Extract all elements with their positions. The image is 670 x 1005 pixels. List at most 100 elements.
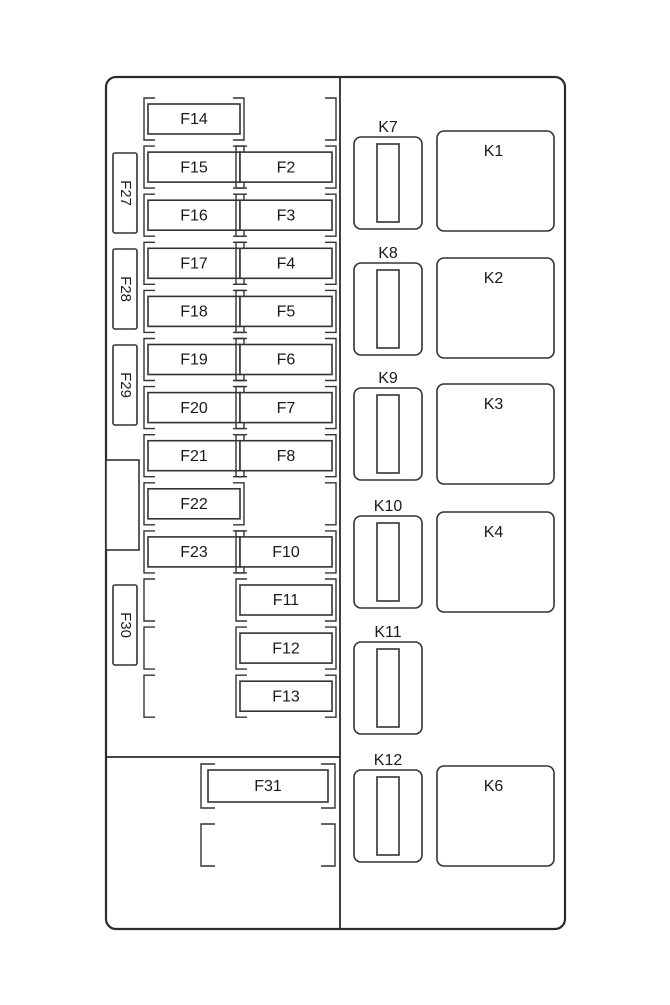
fuse-f21[interactable]: F21 — [143, 434, 245, 478]
fuse-f12[interactable]: F12 — [235, 626, 337, 670]
relay-k11[interactable]: K11 — [353, 624, 423, 735]
fuse-clip-right — [325, 385, 337, 430]
empty-slot-clip — [325, 97, 337, 141]
fuse-clip-left — [143, 289, 155, 334]
relay-k4[interactable]: K4 — [436, 511, 555, 613]
fuse-clip-left — [235, 193, 247, 237]
relay-k3[interactable]: K3 — [436, 383, 555, 485]
fuse-f8[interactable]: F8 — [235, 434, 337, 478]
fuse-clip-left — [235, 626, 247, 670]
fuse-clip-right — [325, 289, 337, 334]
fuse-clip-right — [325, 626, 337, 670]
relay-k12[interactable]: K12 — [353, 752, 423, 863]
fuse-label: F18 — [180, 304, 208, 321]
side-fuse-f28[interactable]: F28 — [112, 248, 138, 330]
fuse-body — [239, 295, 333, 328]
fuse-f16[interactable]: F16 — [143, 193, 245, 237]
fuse-clip-left — [235, 578, 247, 622]
relay-body — [436, 511, 555, 613]
relay-k1[interactable]: K1 — [436, 130, 555, 232]
relay-k6[interactable]: K6 — [436, 765, 555, 867]
side-fuse-f27[interactable]: F27 — [112, 152, 138, 234]
relay-label: K2 — [484, 270, 504, 287]
relay-label: K10 — [374, 498, 403, 515]
fuse-f20[interactable]: F20 — [143, 385, 245, 430]
relay-k9[interactable]: K9 — [353, 370, 423, 481]
fuse-clip-left — [143, 97, 155, 141]
fuse-f5[interactable]: F5 — [235, 289, 337, 334]
relay-k8[interactable]: K8 — [353, 245, 423, 356]
fuse-clip-left — [143, 337, 155, 382]
fuse-f15[interactable]: F15 — [143, 145, 245, 189]
fuse-body — [239, 151, 333, 183]
fuse-label: F12 — [272, 640, 300, 657]
fuse-f13[interactable]: F13 — [235, 674, 337, 718]
relay-label: K8 — [378, 245, 398, 262]
fuse-label: F7 — [277, 400, 296, 417]
fuse-clip-right — [325, 434, 337, 478]
relay-terminal — [376, 648, 400, 728]
relay-label: K4 — [484, 524, 504, 541]
fuse-f18[interactable]: F18 — [143, 289, 245, 334]
relay-terminal — [376, 143, 400, 223]
side-fuse-f30[interactable]: F30 — [112, 584, 138, 666]
fuse-body — [147, 295, 241, 328]
side-fuse-label: F28 — [117, 276, 134, 302]
fuse-f4[interactable]: F4 — [235, 241, 337, 285]
relay-body — [436, 257, 555, 359]
fuse-f7[interactable]: F7 — [235, 385, 337, 430]
fuse-f19[interactable]: F19 — [143, 337, 245, 382]
fuse-clip-left — [143, 482, 155, 526]
fuse-clip-left — [143, 385, 155, 430]
fuse-label: F19 — [180, 352, 208, 369]
empty-slot-clip — [321, 823, 336, 867]
fuse-body — [147, 151, 241, 183]
bottom-fuse-area: F31 — [200, 763, 336, 867]
fuse-label: F22 — [180, 496, 208, 513]
fuse-clip-right — [325, 578, 337, 622]
fuse-f11[interactable]: F11 — [235, 578, 337, 622]
relay-label: K9 — [378, 370, 398, 387]
relay-label: K1 — [484, 143, 504, 160]
fuse-body — [239, 247, 333, 280]
fuse-label: F6 — [277, 352, 296, 369]
relay-label: K12 — [374, 752, 403, 769]
empty-slot-clip — [200, 823, 215, 867]
fuse-body — [147, 487, 241, 520]
fuse-label: F3 — [277, 207, 296, 224]
fuse-body — [147, 247, 241, 280]
relay-k10[interactable]: K10 — [353, 498, 423, 609]
fuse-body — [147, 103, 241, 135]
fuse-f22[interactable]: F22 — [143, 482, 245, 526]
fuse-label: F4 — [277, 256, 296, 273]
relay-k7[interactable]: K7 — [353, 119, 423, 230]
fuse-clip-right — [233, 97, 245, 141]
fuse-f31[interactable]: F31 — [200, 763, 336, 809]
side-fuse-f29[interactable]: F29 — [112, 344, 138, 426]
fuse-clip-left — [200, 763, 215, 809]
relay-terminal — [376, 522, 400, 602]
fuse-clip-right — [325, 337, 337, 382]
empty-slot-clip — [143, 674, 155, 718]
fuse-f17[interactable]: F17 — [143, 241, 245, 285]
fuse-label: F17 — [180, 256, 208, 273]
fuse-clip-left — [235, 674, 247, 718]
fuse-f6[interactable]: F6 — [235, 337, 337, 382]
fuse-body — [147, 391, 241, 424]
fuse-f10[interactable]: F10 — [235, 530, 337, 574]
fuse-f14[interactable]: F14 — [143, 97, 245, 141]
fuse-label: F20 — [180, 400, 208, 417]
fuse-clip-right — [233, 482, 245, 526]
fuse-f23[interactable]: F23 — [143, 530, 245, 574]
fuse-clip-left — [235, 530, 247, 574]
relay-k2[interactable]: K2 — [436, 257, 555, 359]
relay-terminal — [376, 776, 400, 856]
fuse-label: F8 — [277, 448, 296, 465]
side-fuse-body — [112, 152, 138, 234]
fuse-f3[interactable]: F3 — [235, 193, 337, 237]
fuse-clip-right — [325, 530, 337, 574]
empty-slot-clip — [325, 482, 337, 526]
relay-body — [436, 383, 555, 485]
fuse-label: F11 — [273, 592, 299, 609]
fuse-f2[interactable]: F2 — [235, 145, 337, 189]
